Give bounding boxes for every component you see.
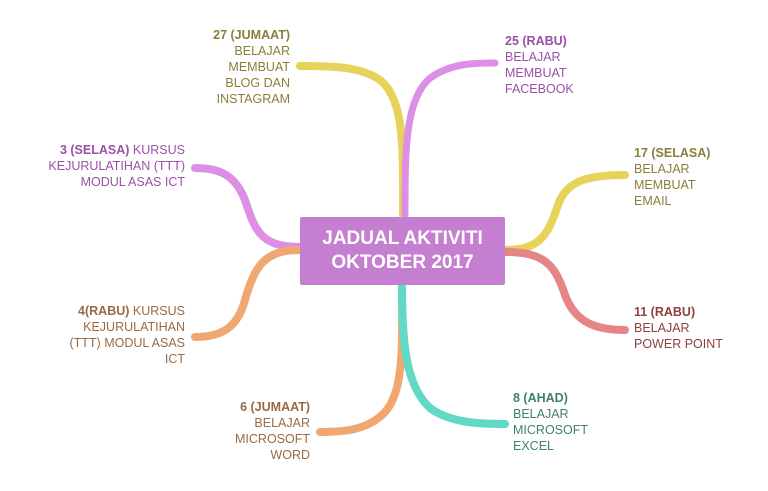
central-topic-line1: JADUAL AKTIVITI (322, 228, 483, 249)
branch-27-jumaat[interactable]: 27 (JUMAAT) BELAJAR MEMBUAT BLOG DAN INS… (213, 27, 290, 107)
connector-17 (501, 171, 629, 254)
branch-text: BELAJAR (254, 416, 310, 430)
connector-6 (316, 281, 407, 436)
branch-text: MICROSOFT (513, 423, 588, 437)
branch-text: (TTT) MODUL ASAS (69, 336, 185, 350)
central-topic-line2: OKTOBER 2017 (331, 252, 474, 273)
branch-text: KEJURULATIHAN (83, 320, 185, 334)
branch-text: KURSUS (132, 143, 185, 157)
branch-11-rabu[interactable]: 11 (RABU) BELAJAR POWER POINT (634, 304, 723, 352)
branch-text: MODUL ASAS ICT (80, 175, 185, 189)
branch-text: KEJURULATIHAN (TTT) (48, 159, 185, 173)
branch-text: BELAJAR (634, 321, 690, 335)
branch-text: BELAJAR (505, 50, 561, 64)
branch-date: 8 (AHAD) (513, 391, 568, 405)
branch-text: MEMBUAT (505, 66, 567, 80)
branch-6-jumaat[interactable]: 6 (JUMAAT) BELAJAR MICROSOFT WORD (235, 399, 310, 463)
connector-25 (401, 59, 499, 219)
branch-date: 4(RABU) (78, 304, 130, 318)
branch-text: BELAJAR (634, 162, 690, 176)
branch-text: EXCEL (513, 439, 554, 453)
branch-text: INSTAGRAM (216, 92, 290, 106)
branch-text: BELAJAR (513, 407, 569, 421)
branch-text: FACEBOOK (505, 82, 574, 96)
branch-text: ICT (164, 352, 185, 366)
branch-text: KURSUS (132, 304, 185, 318)
branch-text: WORD (270, 448, 310, 462)
branch-17-selasa[interactable]: 17 (SELASA) BELAJAR MEMBUAT EMAIL (634, 145, 710, 209)
connector-3 (191, 164, 304, 251)
connector-4 (191, 246, 304, 341)
connector-11 (501, 248, 629, 334)
branch-date: 6 (JUMAAT) (240, 400, 310, 414)
branch-date: 27 (JUMAAT) (213, 28, 290, 42)
branch-text: MEMBUAT (228, 60, 290, 74)
branch-date: 3 (SELASA) (59, 143, 130, 157)
connector-27 (296, 62, 408, 219)
connector-8 (398, 281, 509, 428)
branch-25-rabu[interactable]: 25 (RABU) BELAJAR MEMBUAT FACEBOOK (505, 33, 574, 97)
branch-3-selasa[interactable]: 3 (SELASA) KURSUS KEJURULATIHAN (TTT) MO… (48, 142, 185, 190)
branch-text: EMAIL (634, 194, 672, 208)
branch-date: 11 (RABU) (634, 305, 696, 319)
branch-date: 17 (SELASA) (634, 146, 711, 160)
branch-text: BLOG DAN (225, 76, 290, 90)
branch-text: MICROSOFT (235, 432, 310, 446)
branch-text: MEMBUAT (634, 178, 696, 192)
branch-8-ahad[interactable]: 8 (AHAD) BELAJAR MICROSOFT EXCEL (513, 390, 588, 454)
branch-4-rabu[interactable]: 4(RABU) KURSUS KEJURULATIHAN (TTT) MODUL… (69, 303, 185, 367)
branch-text: BELAJAR (234, 44, 290, 58)
branch-date: 25 (RABU) (505, 34, 567, 48)
central-topic[interactable]: JADUAL AKTIVITI OKTOBER 2017 (300, 217, 505, 285)
branch-text: POWER POINT (634, 337, 723, 351)
